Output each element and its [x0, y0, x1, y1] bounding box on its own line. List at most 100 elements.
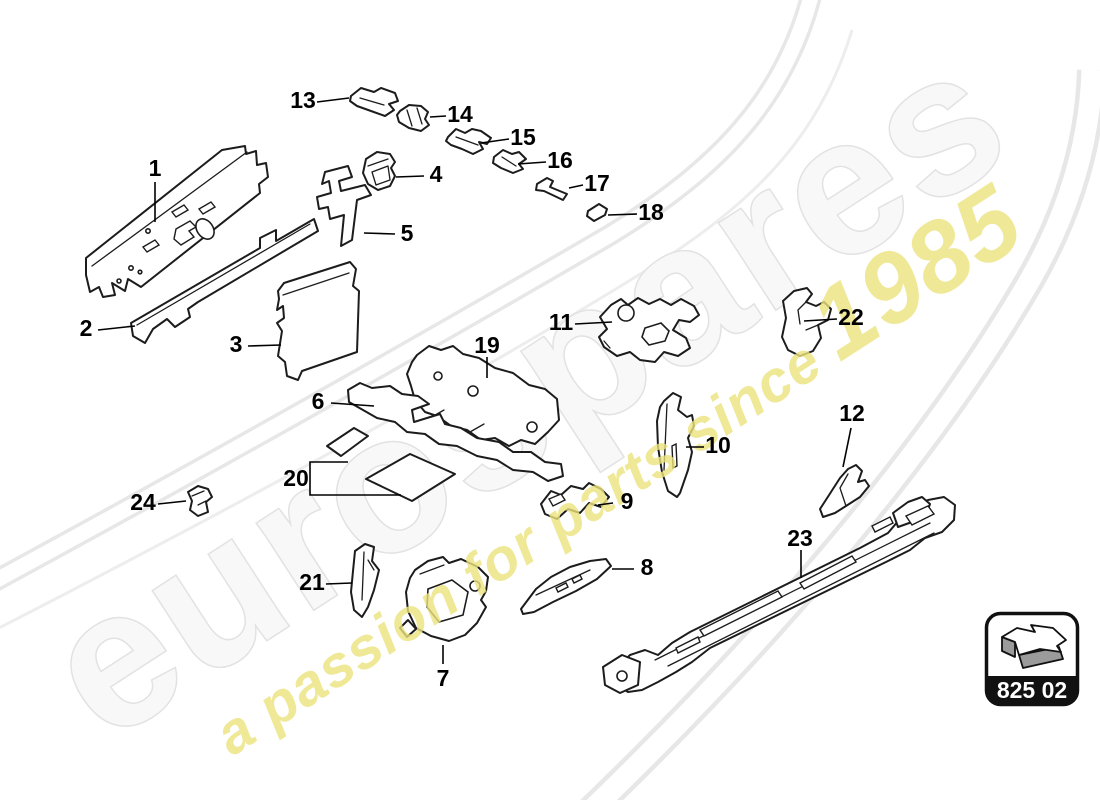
part-shape-1 [85, 145, 269, 298]
part-shape-23 [602, 496, 956, 694]
part-shape-3 [276, 261, 360, 381]
leader-line-17 [568, 184, 584, 189]
swoosh-band-right-core [586, 69, 1100, 800]
part-callout-7: 7 [437, 645, 450, 691]
part-number-8: 8 [641, 554, 654, 580]
leader-line-3 [247, 344, 282, 347]
part-callout-18: 18 [607, 199, 664, 225]
leader-line-14 [429, 115, 447, 118]
part-callout-11: 11 [549, 309, 613, 335]
part-shape-11 [598, 297, 700, 363]
part-callout-5: 5 [363, 220, 414, 246]
part-number-13: 13 [290, 87, 316, 113]
part-number-6: 6 [312, 388, 325, 414]
leader-line-2 [97, 325, 136, 331]
part-callout-17: 17 [568, 170, 610, 196]
part-number-12: 12 [839, 400, 865, 426]
part-callout-3: 3 [230, 331, 282, 357]
part-shape-4 [362, 151, 396, 191]
swoosh-band-core [0, 0, 815, 600]
leader-line-21 [325, 582, 353, 585]
part-shape-16 [492, 149, 527, 174]
part-shape-24 [187, 485, 213, 517]
part-3-outline [276, 261, 360, 381]
part-1-outline [85, 145, 269, 298]
section-badge-code: 825 02 [997, 677, 1067, 703]
leader-line-6 [330, 402, 375, 407]
part-number-17: 17 [584, 170, 610, 196]
part-callout-6: 6 [312, 388, 375, 414]
part-callout-21: 21 [299, 569, 353, 595]
part-shape-18 [586, 203, 608, 222]
part-7-hex-hole [426, 579, 469, 623]
part-shape-6 [347, 382, 564, 482]
part-shape-8 [520, 558, 612, 615]
leader-line-18 [607, 213, 638, 216]
part-1-hole [195, 218, 215, 240]
part-shape-7 [399, 556, 489, 642]
part-shape-2 [130, 218, 319, 344]
part-number-2: 2 [80, 315, 93, 341]
part-number-19: 19 [474, 332, 500, 358]
part-number-9: 9 [621, 488, 634, 514]
part-callout-2: 2 [80, 315, 136, 341]
part-callout-23: 23 [787, 525, 813, 578]
part-callout-13: 13 [290, 87, 350, 113]
part-number-18: 18 [638, 199, 664, 225]
part-callout-10: 10 [686, 432, 731, 458]
part-shape-20 [326, 427, 456, 502]
leader-line-9 [597, 502, 614, 506]
part-number-4: 4 [430, 161, 443, 187]
part-callout-12: 12 [839, 400, 865, 468]
part-11-cutout [641, 322, 670, 346]
part-number-7: 7 [437, 665, 450, 691]
part-shape-14 [396, 104, 430, 132]
part-callout-20: 20 [283, 461, 401, 496]
part-14-outline [396, 104, 430, 132]
part-20-patch-b [365, 453, 456, 502]
leader-line-4 [395, 175, 425, 178]
part-9-outline [540, 482, 610, 520]
part-21-outline [350, 543, 380, 618]
part-number-11: 11 [549, 309, 574, 335]
leader-line-24 [157, 500, 187, 505]
part-20-patch-a [326, 427, 369, 457]
part-shape-12 [819, 464, 870, 518]
part-callout-19: 19 [474, 332, 500, 378]
part-location-arrow-icon [1001, 624, 1067, 669]
leader-line-16 [517, 161, 547, 165]
part-number-15: 15 [510, 124, 536, 150]
part-18-outline [586, 203, 608, 222]
part-5-outline [316, 165, 372, 247]
part-number-14: 14 [447, 101, 473, 127]
part-2-outline [130, 218, 319, 344]
part-callout-16: 16 [517, 147, 573, 173]
part-shape-9 [540, 482, 610, 520]
leader-line-20 [309, 461, 401, 496]
part-callout-22: 22 [803, 304, 864, 330]
part-number-21: 21 [299, 569, 325, 595]
part-number-5: 5 [401, 220, 414, 246]
leader-line-15 [480, 138, 510, 144]
part-number-24: 24 [130, 489, 156, 515]
part-24-outline [187, 485, 213, 517]
part-shape-17 [535, 177, 568, 201]
part-number-10: 10 [705, 432, 731, 458]
leader-line-13 [316, 97, 350, 103]
part-callout-15: 15 [480, 124, 536, 150]
part-number-20: 20 [283, 465, 309, 491]
part-shape-15 [445, 128, 492, 155]
part-shape-5 [316, 165, 372, 247]
part-callout-24: 24 [130, 489, 187, 515]
leader-line-5 [363, 232, 396, 235]
leader-line-22 [803, 318, 838, 322]
part-17-outline [535, 177, 568, 201]
part-number-3: 3 [230, 331, 243, 357]
part-callout-4: 4 [395, 161, 443, 187]
part-shape-10 [656, 392, 695, 498]
leader-line-11 [574, 321, 613, 325]
part-callout-8: 8 [612, 554, 654, 580]
